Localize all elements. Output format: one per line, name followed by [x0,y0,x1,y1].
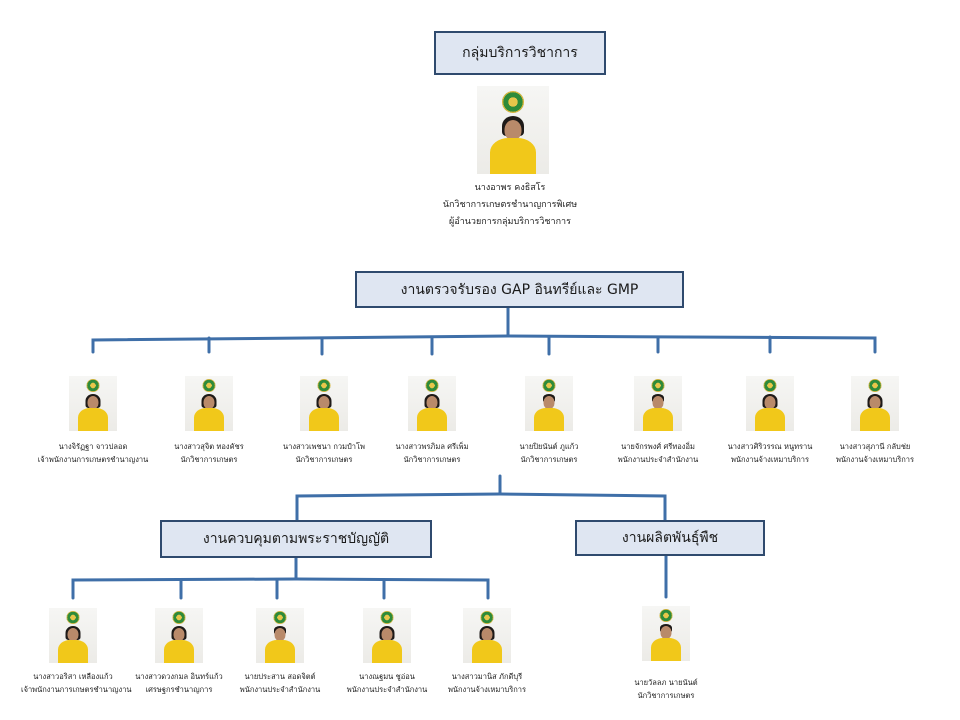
staff-title: พนักงานประจำสำนักงาน [346,685,428,694]
staff-caption: นางสาวพรภิมล ศรีเพ็มนักวิชาการเกษตร [376,440,488,466]
staff-caption: นางสาวศิริวรรณ หนูทรานพนักงานจ้างเหมาบริ… [714,440,826,466]
staff-title: นักวิชาการเกษตร [180,455,238,464]
staff-name: นางสาวเพชนา กวมปำโพ [283,442,365,451]
staff-caption: นายประสาน สอดจิตต์พนักงานประจำสำนักงาน [228,670,332,696]
staff-title: พนักงานจ้างเหมาบริการ [447,685,527,694]
group-title-box: กลุ่มบริการวิชาการ [434,31,606,75]
gap-section-box: งานตรวจรับรอง GAP อินทรีย์และ GMP [355,271,684,308]
staff-photo [300,376,348,431]
staff-photo [408,376,456,431]
staff-name: นายปิยนันต์ ภูแก้ว [519,442,579,451]
staff-caption: นายจักรพงศ์ ศรีทองอิ่มพนักงานประจำสำนักง… [602,440,714,466]
staff-title: พนักงานประจำสำนักงาน [239,685,321,694]
law-section-box: งานควบคุมตามพระราชบัญญัติ [160,520,432,558]
staff-caption: นางสาวมานิส ภักดีบุรีพนักงานจ้างเหมาบริก… [435,670,539,696]
staff-name: นางสาวดวงกมล อินทร์แก้ว [135,672,223,681]
staff-photo [185,376,233,431]
staff-caption: นางสาวสุจิต ทองคัชรนักวิชาการเกษตร [153,440,265,466]
seed-section-title: งานผลิตพันธุ์พืช [621,530,719,546]
staff-name: นางสาวศิริวรรณ หนูทราน [727,442,813,451]
leader-photo [477,86,549,174]
staff-caption: นางจิรัฏฐา จาวปลอดเจ้าพนักงานการเกษตรชำน… [37,440,149,466]
gap-section-title: งานตรวจรับรอง GAP อินทรีย์และ GMP [400,281,639,298]
staff-title: นักวิชาการเกษตร [637,691,695,700]
staff-name: นายวัลลภ นายนันต์ [634,678,698,687]
staff-title: นักวิชาการเกษตร [520,455,578,464]
staff-name: นางสาวมานิส ภักดีบุรี [451,672,523,681]
staff-name: นางสาวพรภิมล ศรีเพ็ม [395,442,469,451]
staff-title: นักวิชาการเกษตร [295,455,353,464]
staff-caption: นางสาวอริสา เหลืองแก้วเจ้าพนักงานการเกษต… [21,670,132,696]
staff-photo [525,376,573,431]
staff-name: นายประสาน สอดจิตต์ [244,672,316,681]
staff-photo [851,376,899,431]
staff-name: นางณฐมน ชูอ่อน [359,672,415,681]
staff-name: นางสาวสุภานี กลับช่ย [839,442,911,451]
staff-title: พนักงานจ้างเหมาบริการ [730,455,810,464]
law-section-title: งานควบคุมตามพระราชบัญญัติ [202,531,390,547]
seed-section-box: งานผลิตพันธุ์พืช [575,520,765,556]
staff-caption: นางสาวเพชนา กวมปำโพนักวิชาการเกษตร [268,440,380,466]
staff-name: นายจักรพงศ์ ศรีทองอิ่ม [621,442,695,451]
staff-photo [463,608,511,663]
staff-photo [69,376,117,431]
staff-photo [746,376,794,431]
leader-caption: นางอาพร คงธิสโร นักวิชาการเกษตรชำนาญการพ… [410,180,610,231]
staff-photo [155,608,203,663]
staff-photo [642,606,690,661]
staff-photo [363,608,411,663]
staff-title: เศรษฐกรชำนาญการ [145,685,213,694]
staff-caption: นางสาวดวงกมล อินทร์แก้วเศรษฐกรชำนาญการ [127,670,231,696]
staff-name: นางสาวสุจิต ทองคัชร [174,442,244,451]
staff-title: พนักงานจ้างเหมาบริการ [835,455,915,464]
staff-caption: นางสาวสุภานี กลับช่ยพนักงานจ้างเหมาบริกา… [819,440,931,466]
staff-caption: นางณฐมน ชูอ่อนพนักงานประจำสำนักงาน [335,670,439,696]
staff-title: เจ้าพนักงานการเกษตรชำนาญงาน [21,685,132,694]
staff-caption: นายปิยนันต์ ภูแก้วนักวิชาการเกษตร [493,440,605,466]
staff-photo [256,608,304,663]
staff-name: นางสาวอริสา เหลืองแก้ว [33,672,113,681]
staff-title: พนักงานประจำสำนักงาน [617,455,699,464]
group-title: กลุ่มบริการวิชาการ [462,45,578,61]
leader-name: นางอาพร คงธิสโร [474,183,546,193]
staff-name: นางจิรัฏฐา จาวปลอด [58,442,128,451]
staff-title: เจ้าพนักงานการเกษตรชำนาญงาน [37,455,149,464]
staff-photo [49,608,97,663]
leader-role: ผู้อำนวยการกลุ่มบริการวิชาการ [449,217,571,227]
leader-position: นักวิชาการเกษตรชำนาญการพิเศษ [442,200,578,210]
staff-caption: นายวัลลภ นายนันต์นักวิชาการเกษตร [611,676,721,702]
staff-photo [634,376,682,431]
staff-title: นักวิชาการเกษตร [403,455,461,464]
